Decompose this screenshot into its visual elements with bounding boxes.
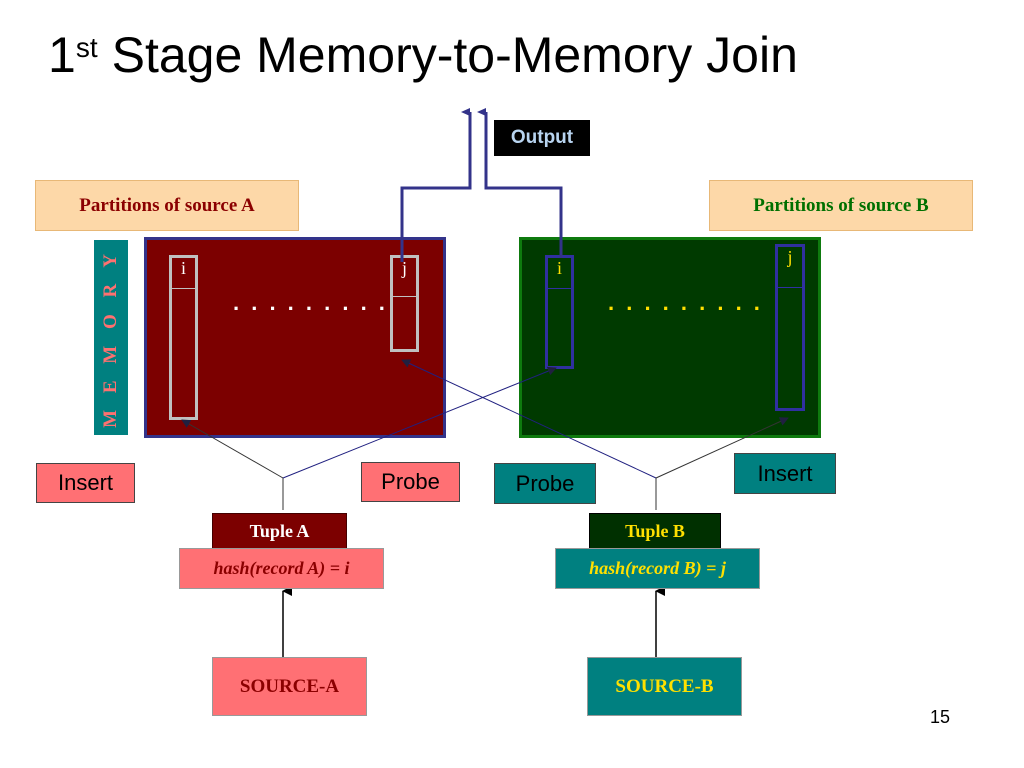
title-text: Stage Memory-to-Memory Join — [111, 27, 798, 83]
memory-b-ellipsis: . . . . . . . . . — [608, 290, 763, 315]
bucket-a-j-label: j — [393, 258, 416, 297]
title-number: 1 — [48, 27, 76, 83]
tuple-b: Tuple B — [589, 513, 721, 549]
memory-label-text: M E M O R Y — [100, 247, 121, 428]
bucket-a-i: i — [169, 255, 198, 420]
slide-title: 1st Stage Memory-to-Memory Join — [48, 30, 798, 80]
source-a: SOURCE-A — [212, 657, 367, 716]
title-ordinal-suffix: st — [75, 32, 98, 63]
tuple-a: Tuple A — [212, 513, 347, 549]
page-number: 15 — [930, 707, 951, 727]
insert-b-label: Insert — [734, 453, 836, 494]
probe-b-label: Probe — [494, 463, 596, 504]
insert-a-label: Insert — [36, 463, 135, 503]
output-label: Output — [494, 120, 590, 156]
probe-a-label: Probe — [361, 462, 460, 502]
bucket-b-j: j — [775, 244, 805, 411]
partitions-source-b-label: Partitions of source B — [709, 180, 973, 231]
bucket-b-i: i — [545, 255, 574, 369]
partitions-source-a-label: Partitions of source A — [35, 180, 299, 231]
hash-a: hash(record A) = i — [179, 548, 384, 589]
hash-b: hash(record B) = j — [555, 548, 760, 589]
memory-label: M E M O R Y — [94, 240, 128, 435]
memory-a-ellipsis: . . . . . . . . . — [233, 290, 388, 315]
bucket-a-i-label: i — [172, 258, 195, 289]
source-b: SOURCE-B — [587, 657, 742, 716]
bucket-a-j: j — [390, 255, 419, 352]
bucket-b-j-label: j — [778, 247, 802, 288]
bucket-b-i-label: i — [548, 258, 571, 289]
